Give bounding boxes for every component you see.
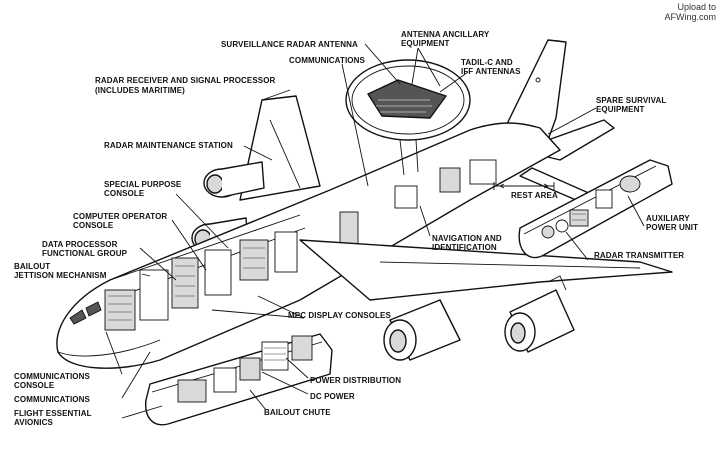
label-communications-top: COMMUNICATIONS [289,56,365,65]
label-computer-operator-line-2: CONSOLE [73,221,114,230]
label-bailout-jettison-line-2: JETTISON MECHANISM [14,271,107,280]
label-radar-transmitter: RADAR TRANSMITTER [594,251,685,260]
watermark-line-1: Upload to [677,2,716,12]
lower-lobe-aft [518,159,673,259]
far-engine-upper [203,161,265,198]
label-computer-operator-line-1: COMPUTER OPERATOR [73,212,168,221]
label-antenna-ancillary-line-2: EQUIPMENT [401,39,450,48]
label-tadil-line-1: TADIL-C AND [461,58,513,67]
label-rest-area: REST AREA [511,191,558,200]
watermark-line-2: AFWing.com [664,12,716,22]
label-bailout-chute: BAILOUT CHUTE [264,408,331,417]
label-radar-receiver-line-2: (INCLUDES MARITIME) [95,86,185,95]
label-auxiliary-power-line-1: AUXILIARY [646,214,690,223]
label-special-purpose-line-1: SPECIAL PURPOSE [104,180,182,189]
label-surveillance-radar-antenna: SURVEILLANCE RADAR ANTENNA [221,40,358,49]
cockpit-windows [69,301,102,325]
label-communications-console-line-2: CONSOLE [14,381,55,390]
label-spare-survival-line-1: SPARE SURVIVAL [596,96,667,105]
label-navigation-line-2: IDENTIFICATION [432,243,497,252]
label-flight-essential-line-2: AVIONICS [14,418,53,427]
label-flight-essential-line-1: FLIGHT ESSENTIAL [14,409,92,418]
near-engine-inboard [383,299,461,361]
label-communications-bottom: COMMUNICATIONS [14,395,90,404]
label-special-purpose-line-2: CONSOLE [104,189,145,198]
near-wing [299,239,673,301]
label-data-processor-line-2: FUNCTIONAL GROUP [42,249,128,258]
label-spare-survival-line-2: EQUIPMENT [596,105,645,114]
label-communications-console-line-1: COMMUNICATIONS [14,372,90,381]
interior-equipment [104,159,497,331]
label-navigation-line-1: NAVIGATION AND [432,234,502,243]
near-engine-outboard [504,275,575,353]
lower-lobe-forward [145,333,333,426]
label-antenna-ancillary-line-1: ANTENNA ANCILLARY [401,30,490,39]
label-auxiliary-power-line-2: POWER UNIT [646,223,699,232]
rotodome [345,59,471,176]
rest-area-bracket [493,182,555,190]
label-power-distribution: POWER DISTRIBUTION [310,376,402,385]
label-mpc-display-consoles: MPC DISPLAY CONSOLES [288,311,391,320]
label-dc-power: DC POWER [310,392,355,401]
label-bailout-jettison-line-1: BAILOUT [14,262,51,271]
leader-lines [105,43,645,419]
label-radar-receiver-line-1: RADAR RECEIVER AND SIGNAL PROCESSOR [95,76,276,85]
label-data-processor-line-1: DATA PROCESSOR [42,240,118,249]
label-radar-maintenance-station: RADAR MAINTENANCE STATION [104,141,233,150]
label-tadil-line-2: IFF ANTENNAS [461,67,521,76]
